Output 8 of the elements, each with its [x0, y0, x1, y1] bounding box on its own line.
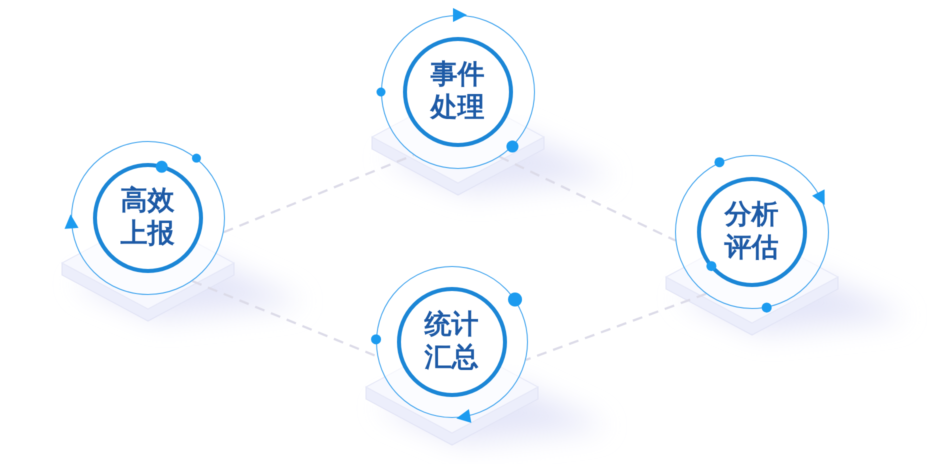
step-label: 统计汇总 — [424, 308, 478, 374]
dashed-connector — [499, 156, 676, 242]
step-label: 高效上报 — [120, 184, 174, 250]
dashed-connector — [223, 154, 414, 234]
dashed-connector — [192, 280, 378, 358]
step-label: 分析评估 — [724, 198, 778, 264]
step-label: 事件处理 — [430, 58, 484, 124]
dashed-connector — [525, 292, 706, 361]
